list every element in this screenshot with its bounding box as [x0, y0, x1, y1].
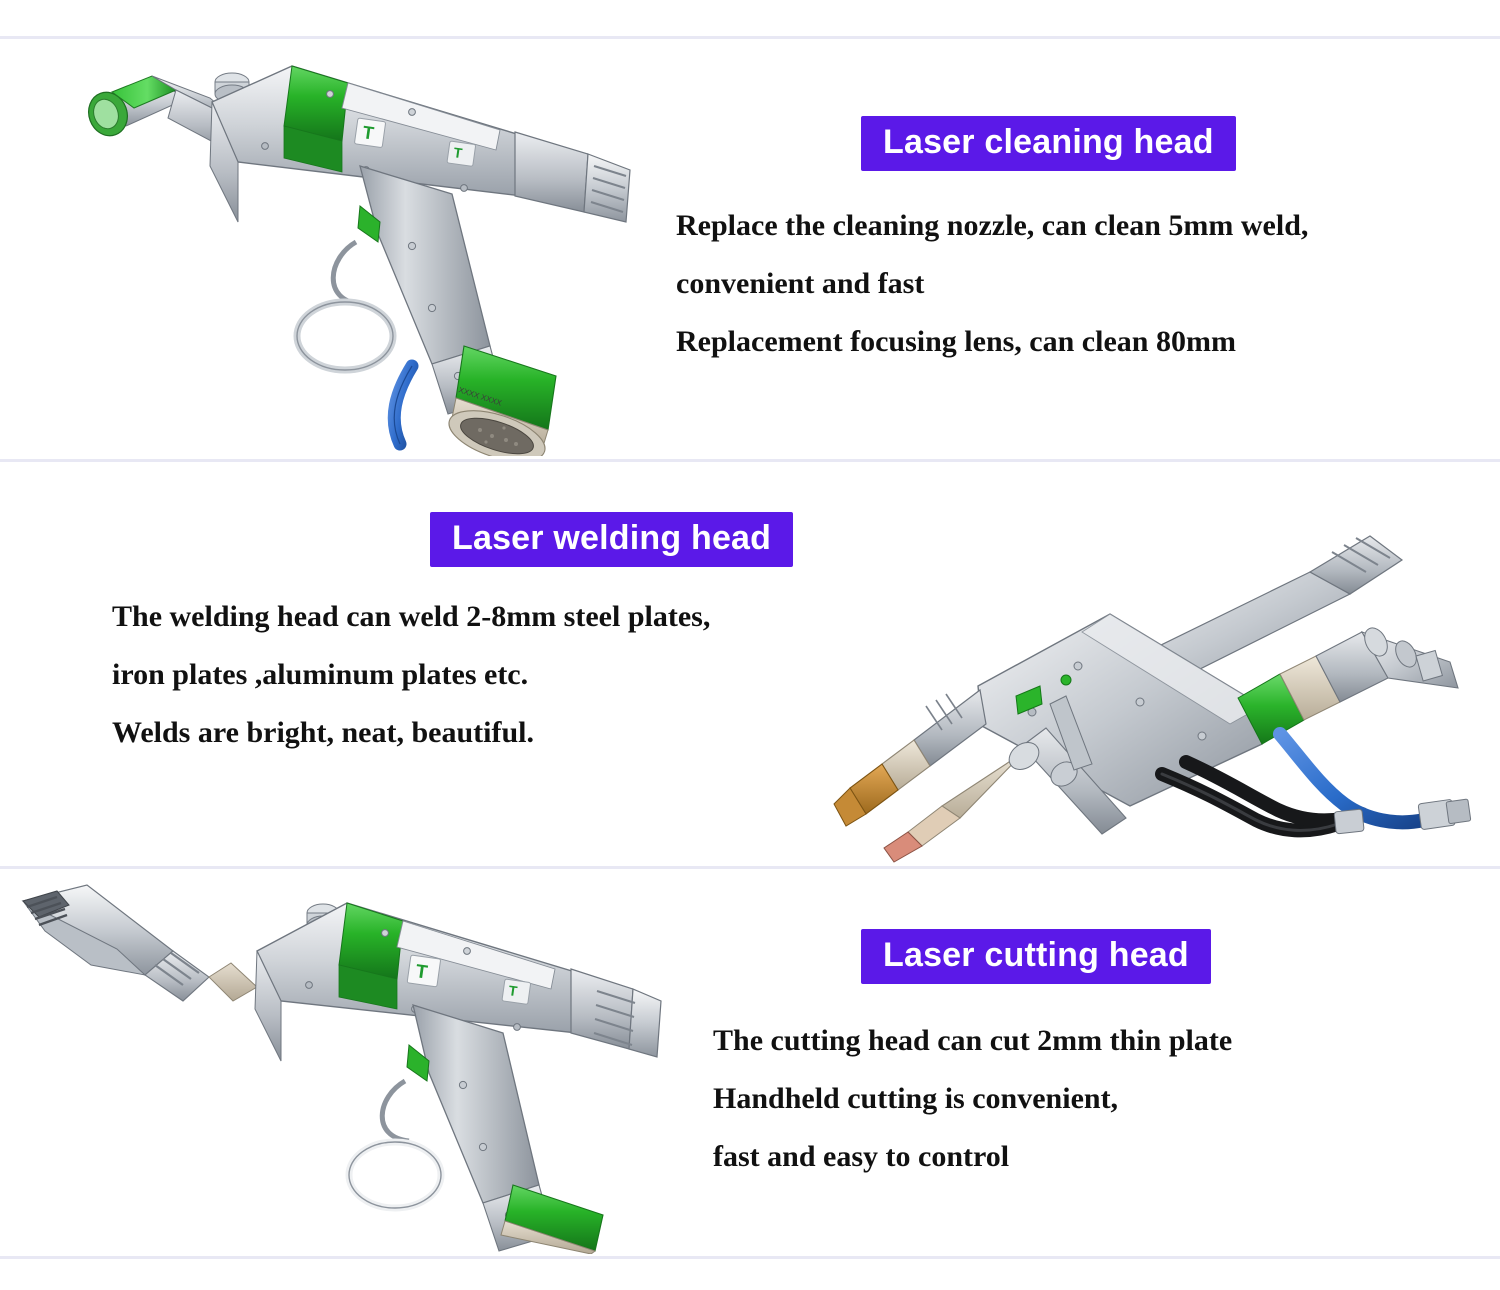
- badge-laser-welding-head: Laser welding head: [430, 512, 794, 567]
- svg-text:Т: Т: [414, 961, 429, 983]
- section-cleaning: Т Т: [0, 36, 1500, 459]
- copy-line: The welding head can weld 2-8mm steel pl…: [112, 600, 711, 633]
- divider-top: [0, 36, 1500, 39]
- svg-text:Т: Т: [508, 982, 519, 999]
- divider-between-2-3: [0, 866, 1500, 869]
- copy-laser-cleaning-head: Replace the cleaning nozzle, can clean 5…: [676, 211, 1308, 357]
- copy-line: Welds are bright, neat, beautiful.: [112, 716, 534, 749]
- divider-bottom: [0, 1256, 1500, 1259]
- logo-mark: Т: [361, 122, 375, 143]
- copy-line: Replacement focusing lens, can clean 80m…: [676, 325, 1236, 358]
- svg-text:Т: Т: [453, 144, 464, 161]
- copy-line: convenient and fast: [676, 267, 925, 300]
- copy-line: The cutting head can cut 2mm thin plate: [713, 1024, 1233, 1057]
- copy-line: iron plates ,aluminum plates etc.: [112, 658, 529, 691]
- copy-laser-cutting-head: The cutting head can cut 2mm thin plate …: [713, 1026, 1232, 1172]
- section-cutting: Т Т: [0, 869, 1500, 1256]
- copy-line: Replace the cleaning nozzle, can clean 5…: [676, 209, 1309, 242]
- laser-cutting-head-illustration: Т Т: [5, 879, 665, 1254]
- divider-between-1-2: [0, 459, 1500, 462]
- copy-line: Handheld cutting is convenient,: [713, 1082, 1119, 1115]
- copy-line: fast and easy to control: [713, 1140, 1010, 1173]
- laser-welding-head-illustration: [810, 474, 1490, 864]
- section-welding: Laser welding head The welding head can …: [0, 462, 1500, 866]
- laser-cleaning-head-illustration: Т Т: [60, 46, 660, 456]
- badge-laser-cutting-head: Laser cutting head: [861, 929, 1211, 984]
- badge-laser-cleaning-head: Laser cleaning head: [861, 116, 1236, 171]
- copy-laser-welding-head: The welding head can weld 2-8mm steel pl…: [112, 602, 710, 748]
